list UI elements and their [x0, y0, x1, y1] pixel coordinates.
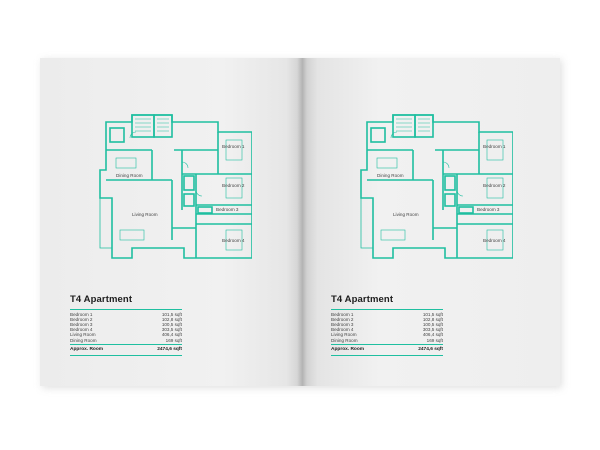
room-name: Bedroom 3: [331, 321, 354, 327]
room-name: Dining Room: [331, 337, 358, 343]
divider: [70, 355, 182, 357]
plan-label-bedroom-3: Bedroom 3: [477, 207, 500, 212]
plan-label-living-room: Living Room: [132, 212, 158, 217]
room-area: 406,4 sqft: [422, 332, 443, 338]
apartment-title: T4 Apartment: [331, 294, 394, 305]
room-name: Bedroom 2: [70, 316, 93, 322]
room-name: Bedroom 4: [331, 327, 354, 333]
divider: [331, 355, 443, 357]
room-name: Dining Room: [70, 337, 97, 343]
floor-plan-drawing: Bedroom 1 Bedroom 2 Bedroom 3 Bedroom 4 …: [99, 114, 252, 259]
room-name: Bedroom 2: [331, 316, 354, 322]
room-row: Living Room 406,4 sqft: [331, 332, 443, 337]
room-area: 101,5 sqft: [422, 311, 443, 317]
plan-label-living-room: Living Room: [393, 212, 419, 217]
room-row: Bedroom 4 303,5 sqft: [70, 327, 182, 332]
floor-plan-right: Bedroom 1 Bedroom 2 Bedroom 3 Bedroom 4 …: [353, 110, 513, 265]
room-row: Bedroom 4 303,5 sqft: [331, 327, 443, 332]
room-area: 101,5 sqft: [161, 311, 182, 317]
apartment-info-right: T4 Apartment Bedroom 1 101,5 sqft Bedroom…: [331, 294, 443, 357]
room-row: Bedroom 3 100,5 sqft: [331, 322, 443, 327]
room-row: Bedroom 2 102,8 sqft: [331, 317, 443, 322]
divider: [331, 309, 443, 310]
total-label: Approx. Room: [70, 347, 104, 353]
room-name: Bedroom 4: [70, 327, 93, 333]
room-name: Living Room: [70, 332, 96, 338]
room-row: Living Room 406,4 sqft: [70, 332, 182, 337]
floor-plan-drawing: Bedroom 1 Bedroom 2 Bedroom 3 Bedroom 4 …: [360, 114, 513, 259]
apartment-info-left: T4 Apartment Bedroom 1 101,5 sqft Bedroom…: [70, 294, 182, 357]
room-area: 102,8 sqft: [161, 316, 182, 322]
book-gutter: [297, 58, 307, 386]
apartment-title: T4 Apartment: [70, 294, 133, 305]
room-area: 100,5 sqft: [422, 321, 443, 327]
plan-label-bedroom-1: Bedroom 1: [483, 144, 506, 149]
total-value: 2474,6 sqft: [418, 347, 443, 353]
room-area: 169 sqft: [165, 337, 182, 343]
floor-plan-left: Bedroom 1 Bedroom 2 Bedroom 3 Bedroom 4 …: [92, 110, 252, 265]
right-page: [302, 58, 560, 386]
total-row: Approx. Room 2474,6 sqft: [70, 345, 182, 353]
left-page: [40, 58, 302, 386]
plan-label-bedroom-3: Bedroom 3: [216, 207, 239, 212]
divider: [70, 309, 182, 310]
plan-label-bedroom-2: Bedroom 2: [222, 183, 245, 188]
plan-label-bedroom-4: Bedroom 4: [483, 238, 506, 243]
room-row: Bedroom 1 101,5 sqft: [70, 312, 182, 317]
room-name: Bedroom 3: [70, 321, 93, 327]
room-area: 303,5 sqft: [161, 327, 182, 333]
divider: [331, 344, 443, 346]
room-area: 169 sqft: [426, 337, 443, 343]
room-area: 102,8 sqft: [422, 316, 443, 322]
total-label: Approx. Room: [331, 347, 365, 353]
total-value: 2474,6 sqft: [157, 347, 182, 353]
plan-label-bedroom-4: Bedroom 4: [222, 238, 245, 243]
room-area: 100,5 sqft: [161, 321, 182, 327]
room-area: 406,4 sqft: [161, 332, 182, 338]
room-row: Bedroom 2 102,8 sqft: [70, 317, 182, 322]
room-name: Bedroom 1: [331, 311, 354, 317]
room-row: Dining Room 169 sqft: [331, 338, 443, 343]
plan-label-dining-room: Dining Room: [116, 173, 143, 178]
plan-label-bedroom-1: Bedroom 1: [222, 144, 245, 149]
divider: [70, 344, 182, 346]
total-row: Approx. Room 2474,6 sqft: [331, 345, 443, 353]
room-name: Bedroom 1: [70, 311, 93, 317]
room-row: Bedroom 1 101,5 sqft: [331, 312, 443, 317]
room-row: Bedroom 3 100,5 sqft: [70, 322, 182, 327]
plan-label-dining-room: Dining Room: [377, 173, 404, 178]
plan-label-bedroom-2: Bedroom 2: [483, 183, 506, 188]
room-name: Living Room: [331, 332, 357, 338]
room-row: Dining Room 169 sqft: [70, 338, 182, 343]
room-area: 303,5 sqft: [422, 327, 443, 333]
